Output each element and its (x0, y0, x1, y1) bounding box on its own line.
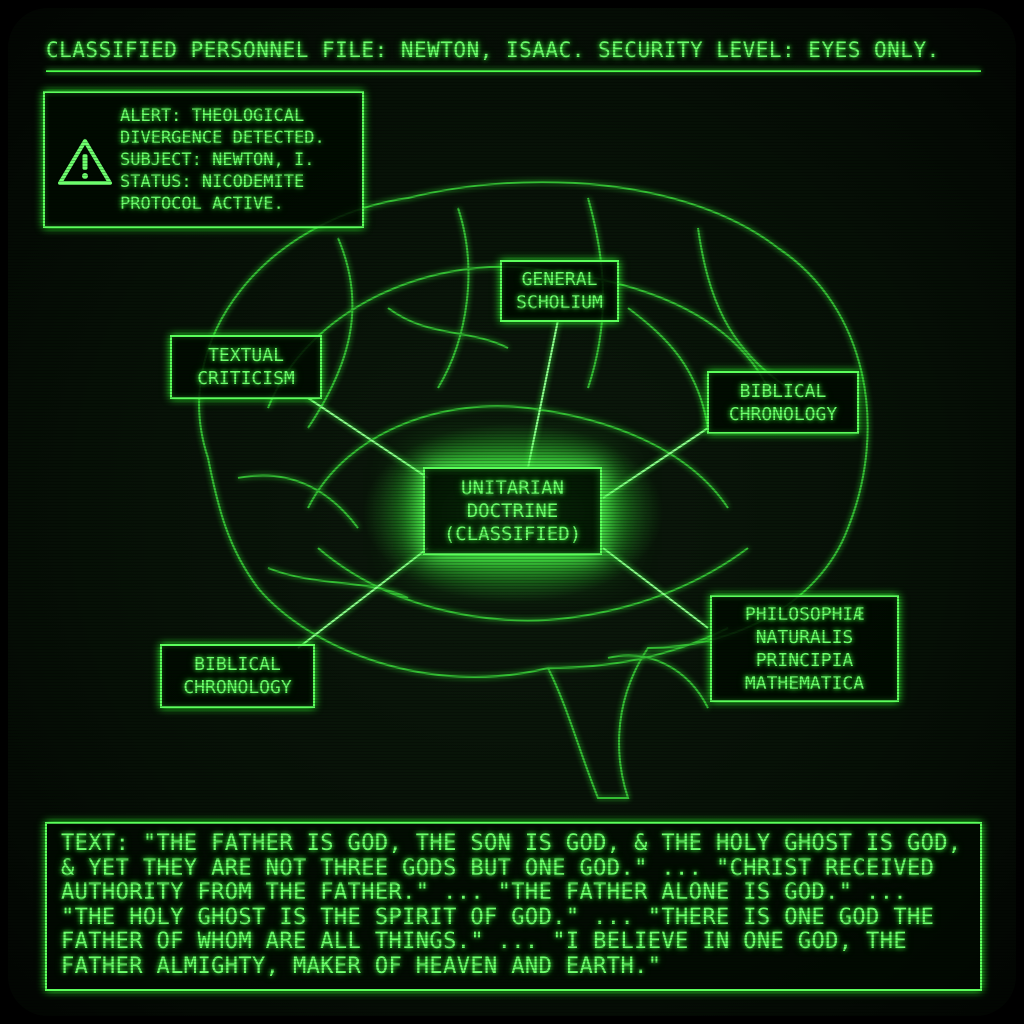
label-unitarian-doctrine: UNITARIAN DOCTRINE (CLASSIFIED) (423, 467, 602, 555)
quote-panel: TEXT: "THE FATHER IS GOD, THE SON IS GOD… (45, 822, 982, 991)
crt-screen: CLASSIFIED PERSONNEL FILE: NEWTON, ISAAC… (8, 8, 1016, 1016)
connector-lines (297, 319, 709, 649)
file-header-title: CLASSIFIED PERSONNEL FILE: NEWTON, ISAAC… (46, 38, 940, 62)
warning-triangle-icon (58, 139, 112, 185)
label-biblical-chronology-left: BIBLICAL CHRONOLOGY (160, 644, 315, 708)
label-biblical-chronology-right: BIBLICAL CHRONOLOGY (707, 371, 859, 434)
label-general-scholium: GENERAL SCHOLIUM (500, 260, 619, 322)
label-textual-criticism: TEXTUAL CRITICISM (170, 335, 322, 399)
label-principia: PHILOSOPHIÆ NATURALIS PRINCIPIA MATHEMAT… (710, 595, 899, 702)
alert-panel: ALERT: THEOLOGICAL DIVERGENCE DETECTED. … (43, 91, 364, 228)
alert-text: ALERT: THEOLOGICAL DIVERGENCE DETECTED. … (120, 105, 325, 214)
header-divider (46, 70, 981, 72)
quote-text: TEXT: "THE FATHER IS GOD, THE SON IS GOD… (61, 831, 962, 979)
